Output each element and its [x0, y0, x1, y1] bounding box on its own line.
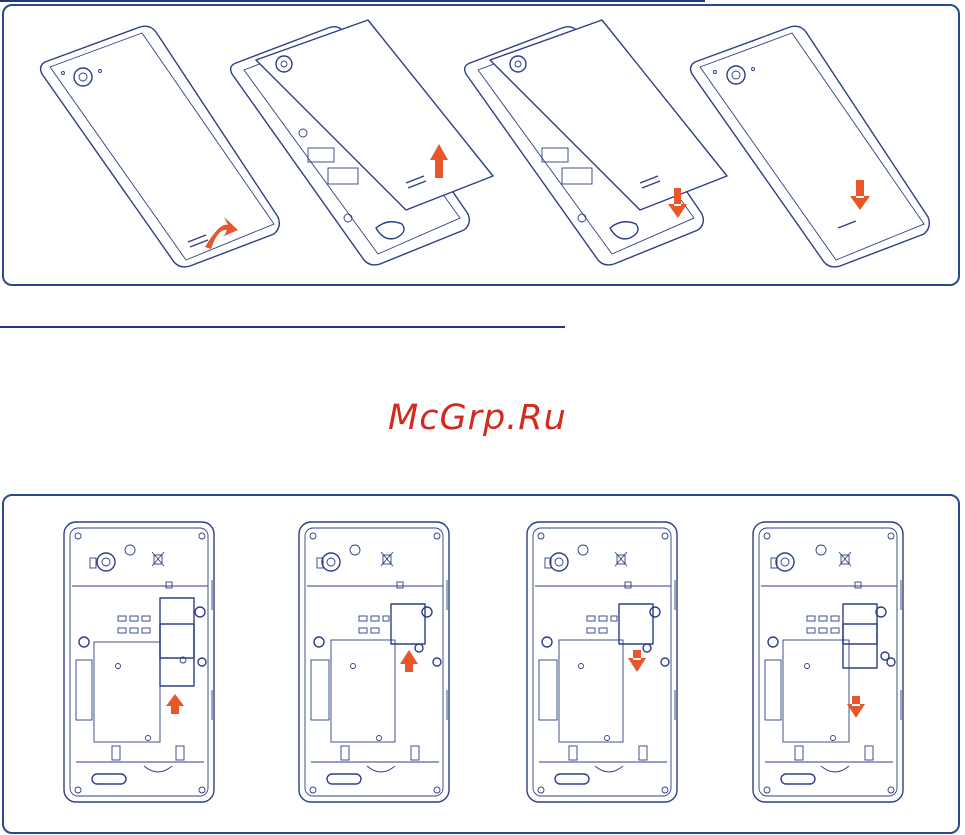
phone-inside-step2 [297, 520, 453, 806]
phone-back-step4 [680, 22, 940, 272]
top-rule [0, 0, 705, 2]
phone-inside-step1 [62, 520, 218, 806]
phone-back-step2 [228, 18, 488, 273]
phone-inside-step3 [525, 520, 681, 806]
watermark-text: McGrp.Ru [388, 398, 567, 438]
middle-rule [0, 326, 565, 328]
phone-inside-step4 [751, 520, 907, 806]
